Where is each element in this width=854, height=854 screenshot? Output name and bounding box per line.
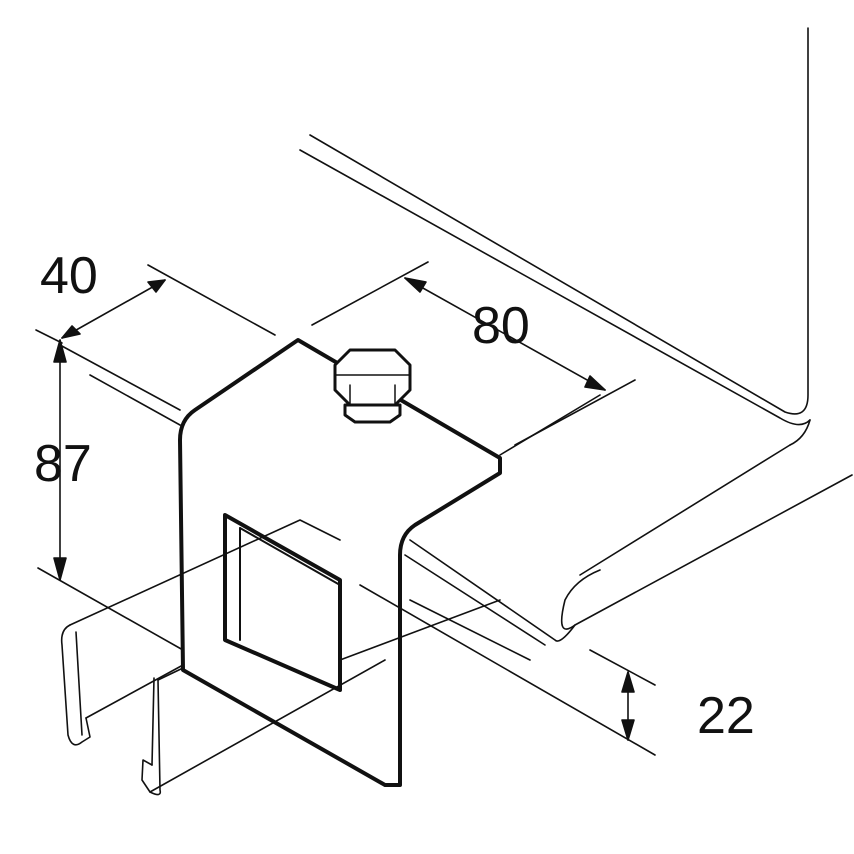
dimension-label-87: 87 (34, 435, 92, 493)
strut-channel (37, 519, 656, 796)
hex-bolt (333, 348, 412, 424)
dimension-label-22: 22 (697, 687, 755, 745)
dimension-label-80: 80 (472, 297, 530, 355)
dimension-lines (35, 261, 656, 741)
beam-clamp-bracket (178, 338, 502, 787)
dimension-label-40: 40 (40, 247, 98, 305)
beam (59, 27, 853, 646)
